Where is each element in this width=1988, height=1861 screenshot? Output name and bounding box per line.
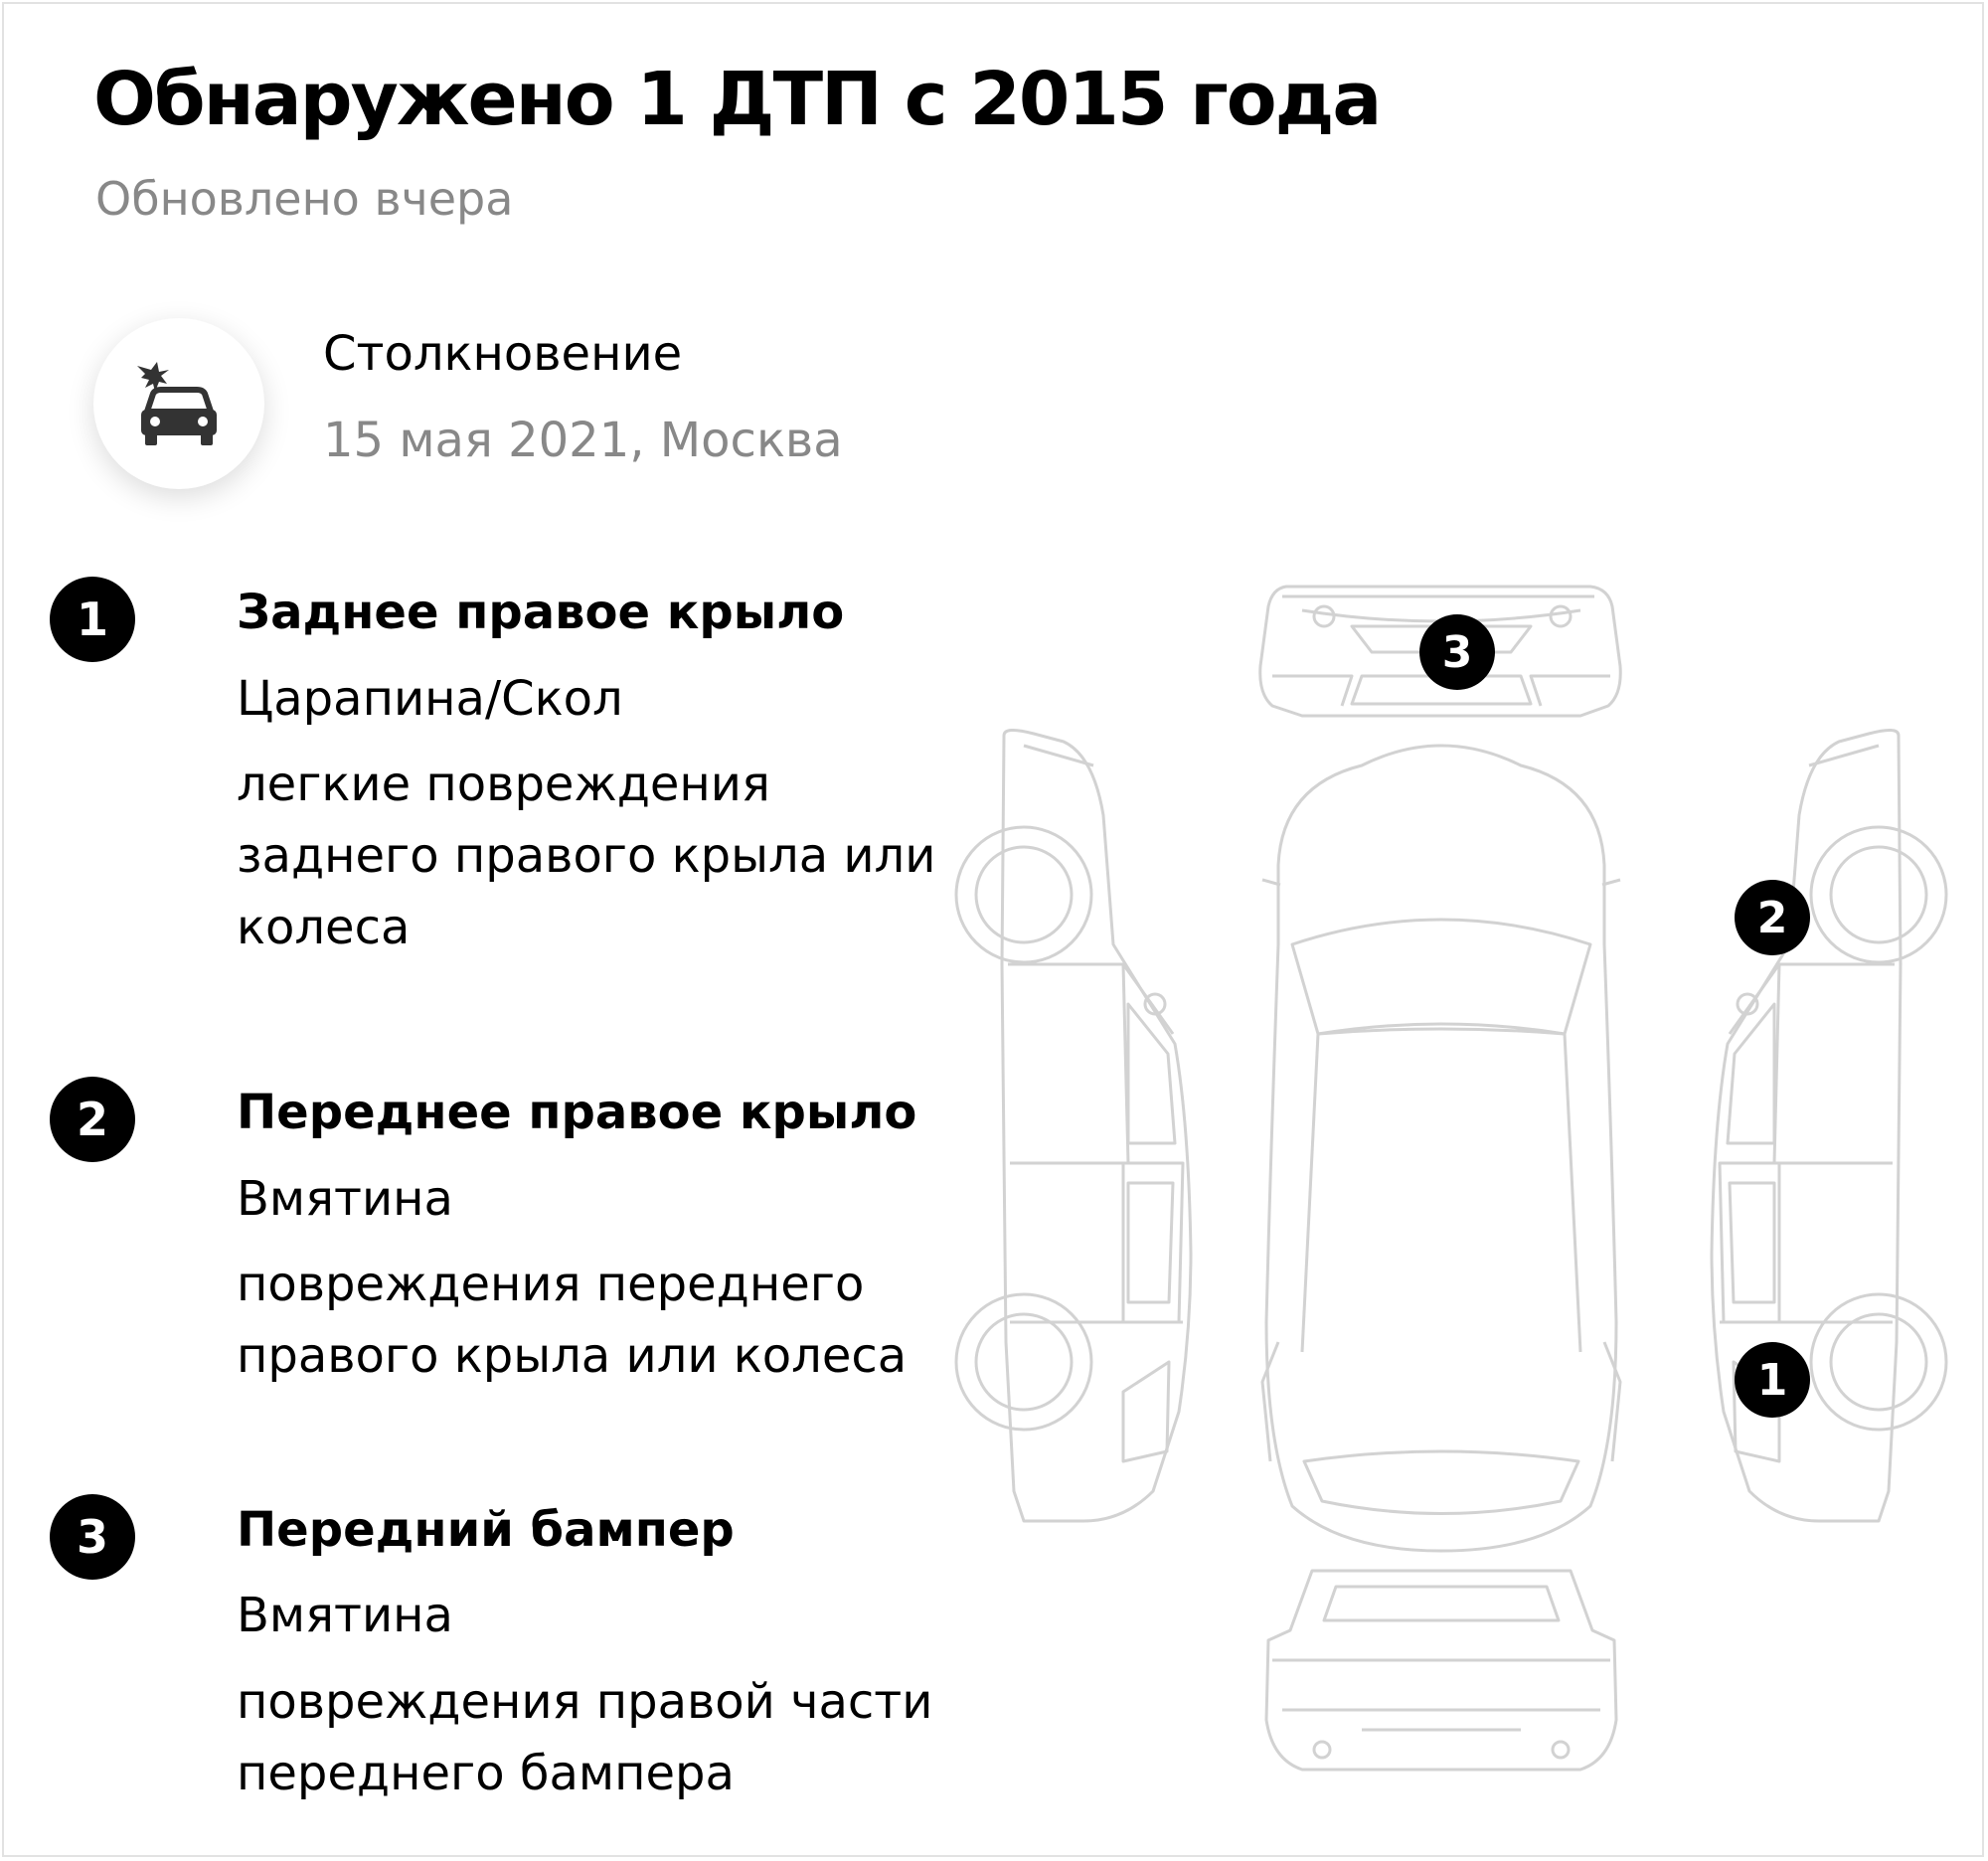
damage-type: Вмятина [237,1588,453,1643]
damage-description: повреждения правой части переднего бампе… [237,1674,933,1801]
car-left-side-view [954,729,1193,1523]
diagram-marker-2: 2 [1735,880,1810,955]
car-damage-diagram: 3 2 1 [944,567,1958,1783]
damage-type: Вмятина [237,1171,453,1227]
car-right-side-view [1710,729,1948,1523]
damage-description: легкие повреждения заднего правого крыла… [237,757,936,955]
diagram-marker-1: 1 [1735,1342,1810,1418]
damage-description: повреждения переднего правого крыла или … [237,1257,908,1384]
accident-icon-badge [93,318,264,489]
updated-label: Обновлено вчера [95,172,514,226]
car-crash-icon [137,362,217,445]
page-title: Обнаружено 1 ДТП с 2015 года [93,57,1382,142]
damage-part: Передний бампер [237,1502,735,1558]
damage-type: Царапина/Скол [237,671,623,727]
diagram-marker-3: 3 [1419,614,1495,690]
car-outline-illustration [954,585,1948,1772]
damage-number-badge: 3 [50,1494,135,1580]
damage-number-badge: 2 [50,1077,135,1162]
accident-type: Столкновение [323,326,683,382]
damage-number-badge: 1 [50,577,135,662]
car-top-view [1260,744,1622,1553]
damage-part: Переднее правое крыло [237,1085,917,1140]
damage-part: Заднее правое крыло [237,585,845,640]
car-rear-view [1264,1569,1618,1772]
accident-date-place: 15 мая 2021, Москва [323,413,843,468]
